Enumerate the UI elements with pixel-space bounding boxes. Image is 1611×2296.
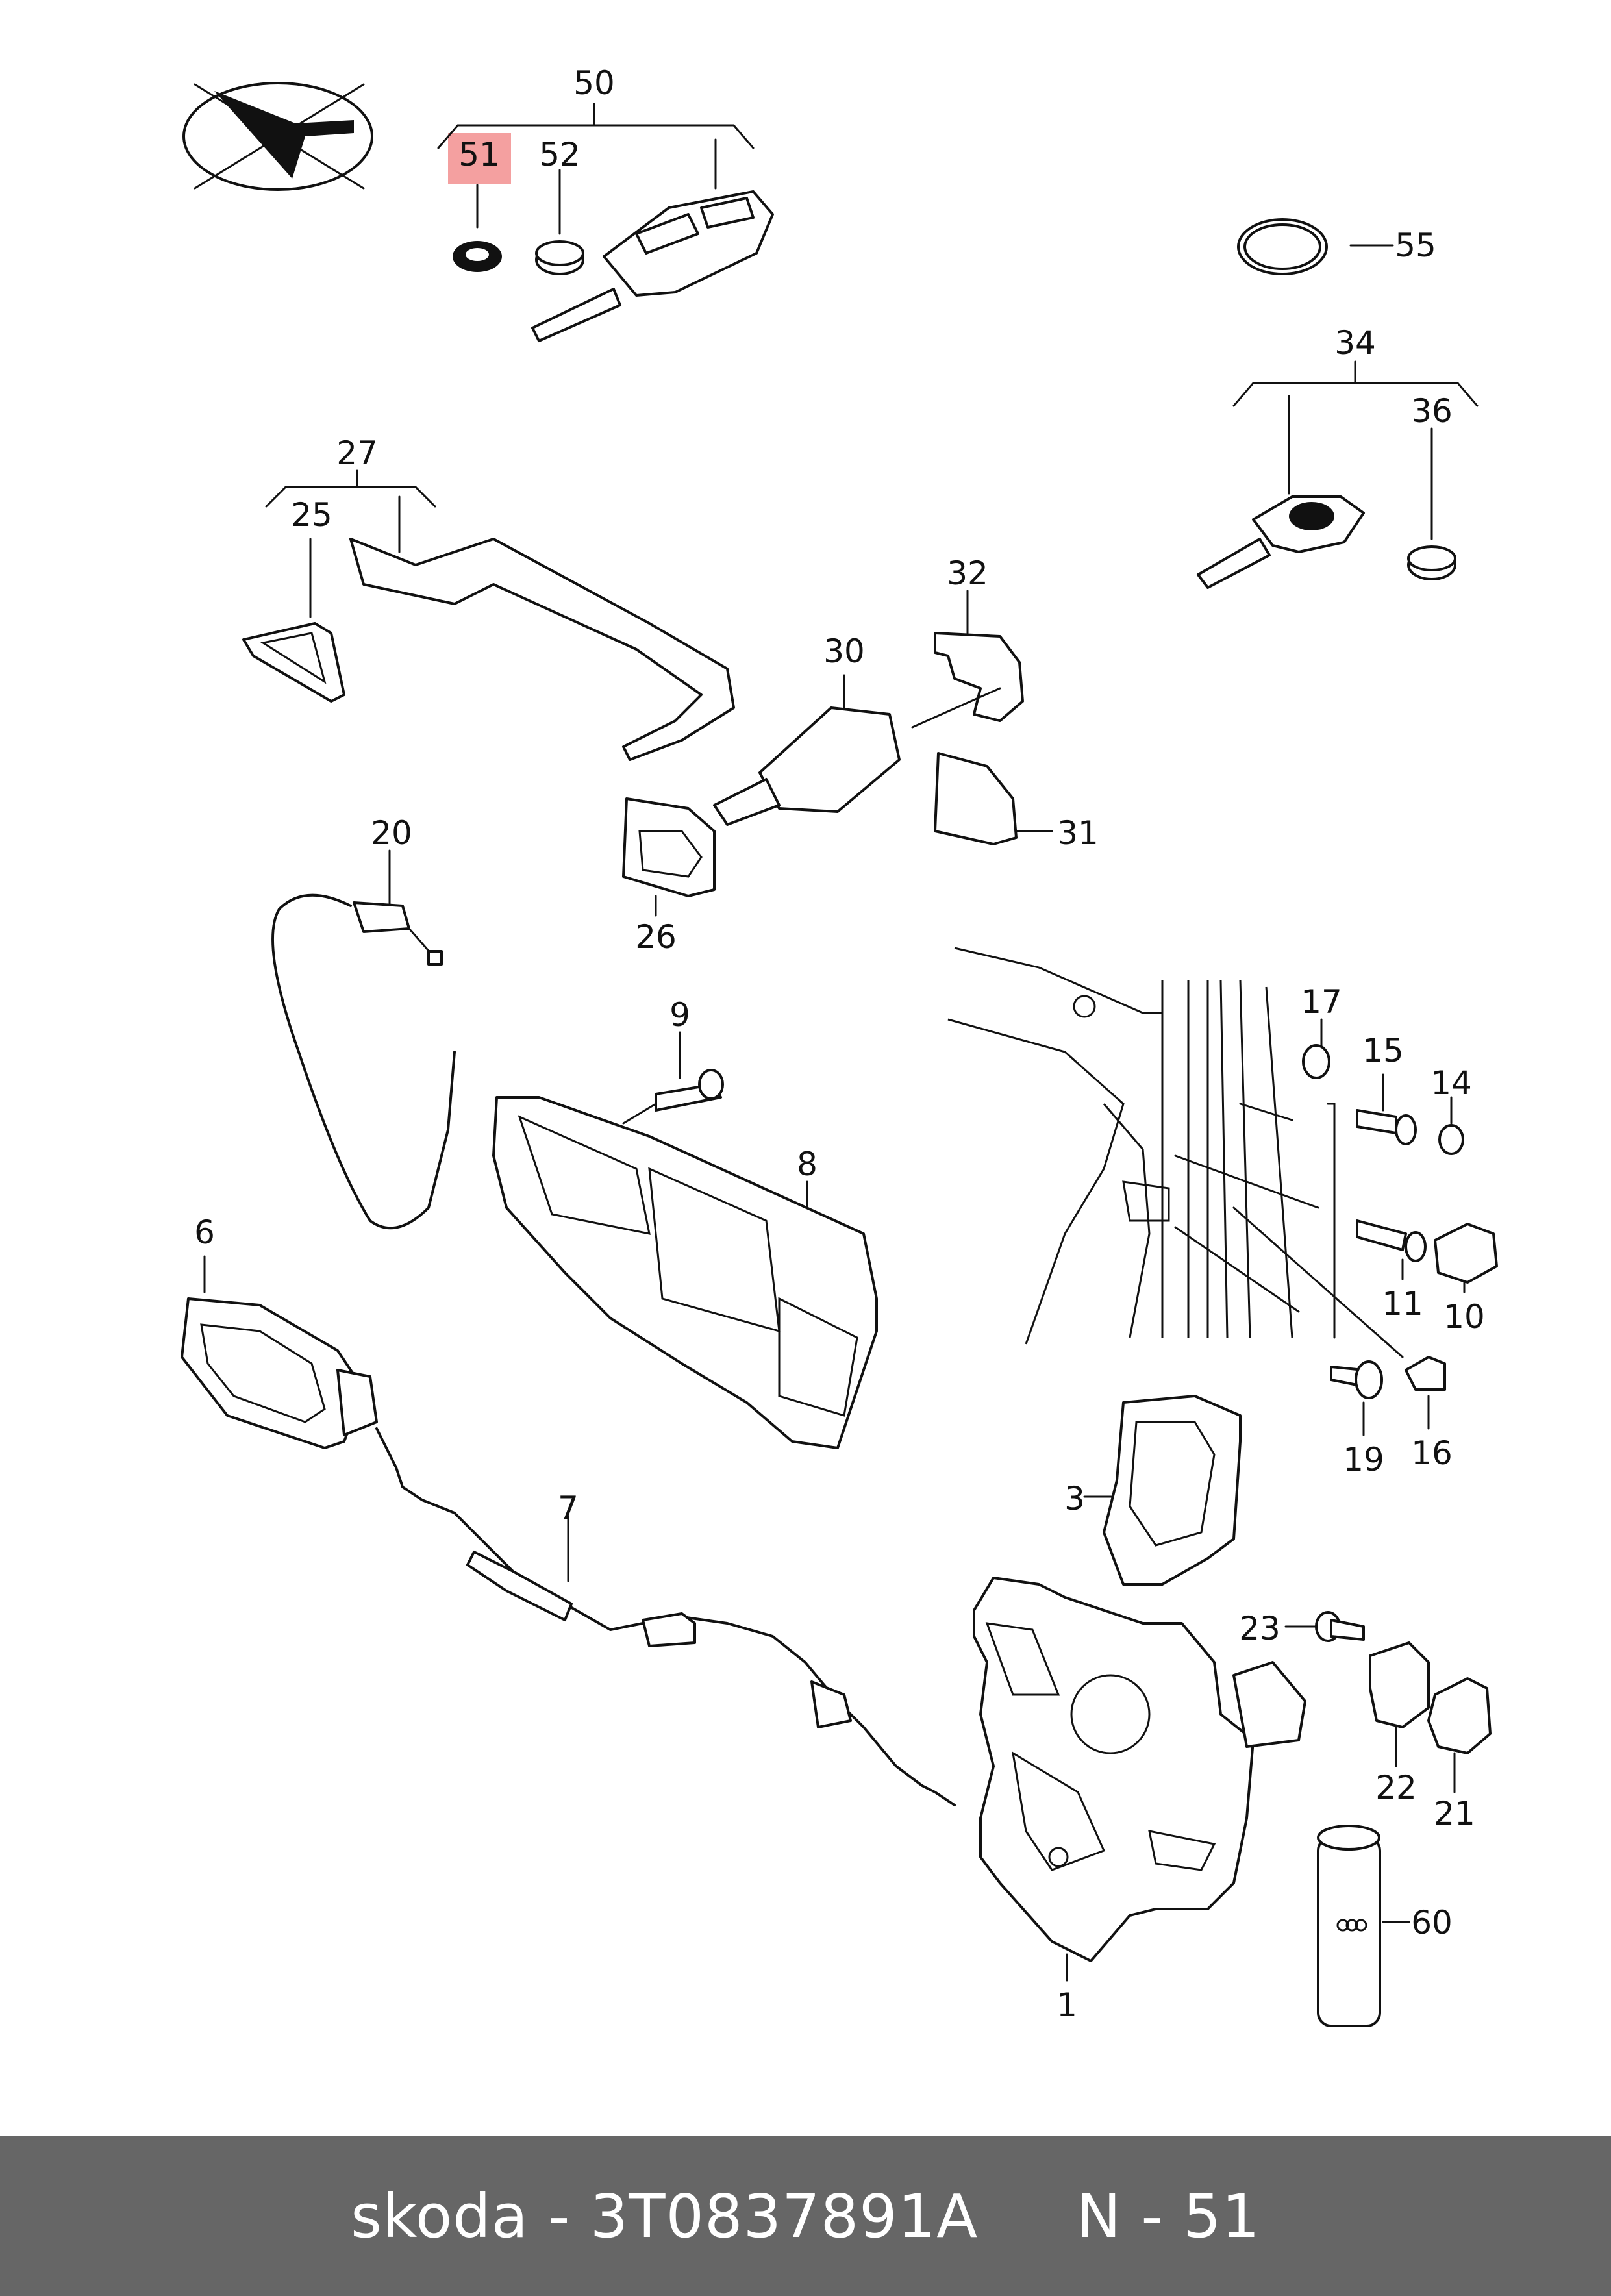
label-8: 8 <box>797 1145 818 1183</box>
label-50: 50 <box>573 64 615 102</box>
label-51[interactable]: 51 <box>458 136 500 173</box>
label-6: 6 <box>194 1214 215 1251</box>
label-3: 3 <box>1064 1480 1085 1517</box>
label-11: 11 <box>1382 1285 1423 1323</box>
label-52: 52 <box>539 136 581 173</box>
label-34: 34 <box>1334 324 1376 362</box>
label-32: 32 <box>947 555 988 592</box>
label-1: 1 <box>1056 1986 1077 2024</box>
highlight-box-51 <box>448 133 511 184</box>
label-7: 7 <box>558 1490 579 1527</box>
label-31: 31 <box>1057 814 1099 852</box>
part-number-caption: skoda - 3T0837891A N - 51 <box>351 2181 1260 2251</box>
label-22: 22 <box>1375 1769 1417 1806</box>
brand-logo <box>182 82 373 191</box>
label-9: 9 <box>669 996 690 1034</box>
label-25: 25 <box>291 496 332 534</box>
label-17: 17 <box>1301 983 1342 1021</box>
label-15: 15 <box>1362 1032 1404 1069</box>
label-20: 20 <box>371 814 412 852</box>
label-14: 14 <box>1430 1064 1472 1102</box>
label-16: 16 <box>1411 1434 1453 1472</box>
label-27: 27 <box>336 434 378 472</box>
label-55: 55 <box>1395 227 1436 264</box>
label-10: 10 <box>1443 1298 1485 1336</box>
label-23: 23 <box>1239 1610 1280 1647</box>
label-60: 60 <box>1411 1904 1453 1941</box>
label-19: 19 <box>1343 1441 1384 1479</box>
label-36: 36 <box>1411 392 1453 430</box>
label-26: 26 <box>635 918 677 956</box>
parts-diagram: 50 51 52 55 34 36 27 25 32 30 31 26 20 9… <box>181 64 1498 2027</box>
door-frame-outline <box>947 947 1404 1358</box>
footer-bar: skoda - 3T0837891A N - 51 <box>0 2136 1611 2296</box>
label-21: 21 <box>1434 1795 1475 1832</box>
part-labels: 50 51 52 55 34 36 27 25 32 30 31 26 20 9… <box>194 64 1485 2024</box>
label-30: 30 <box>823 632 865 670</box>
